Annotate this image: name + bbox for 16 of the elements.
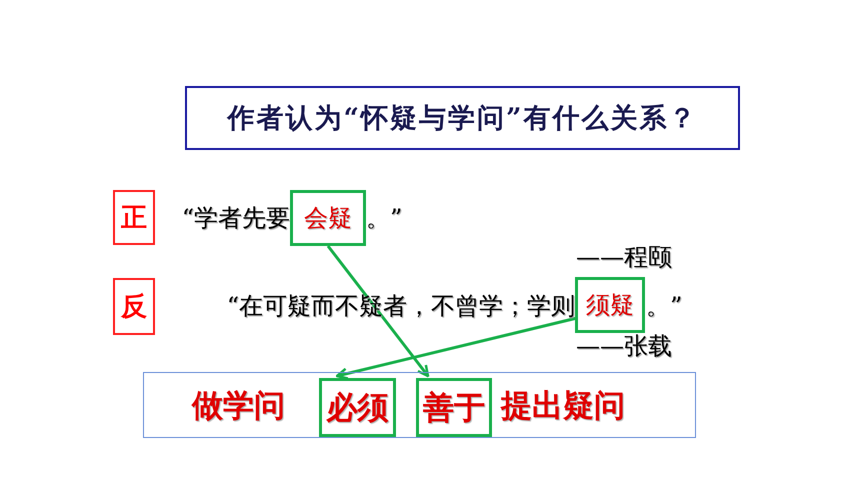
conclusion-text: 提出疑问: [501, 391, 625, 422]
arrow: [336, 316, 578, 380]
arrow: [326, 245, 430, 378]
conclusion-box: [143, 372, 696, 438]
highlight-box: 须疑: [575, 277, 645, 333]
tag-box: 反: [113, 278, 155, 335]
highlight-box: 必须: [319, 378, 396, 437]
quote-text: 。”: [366, 206, 402, 230]
tag-box: 正: [113, 190, 155, 245]
quote-text: “学者先要: [182, 206, 290, 230]
question-box: 作者认为“怀疑与学问”有什么关系？: [185, 86, 740, 150]
highlight-box: 会疑: [290, 190, 366, 246]
author-text: ——张载: [576, 334, 672, 358]
conclusion-text: 做学问: [192, 391, 285, 422]
highlight-box: 善于: [416, 378, 492, 437]
quote-text: 。”: [646, 294, 682, 318]
